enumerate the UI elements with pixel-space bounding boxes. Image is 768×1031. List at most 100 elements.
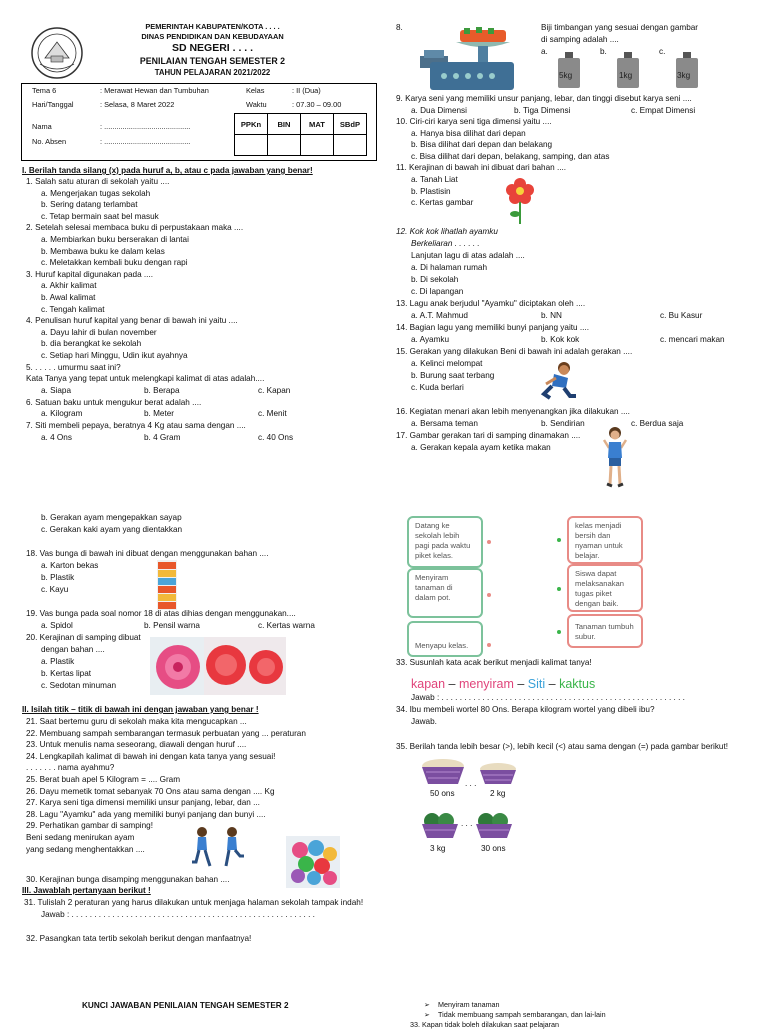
option-line: b. Plastik (41, 573, 75, 582)
options-row: a. Siapa b. Berapa c. Kapan (26, 385, 290, 397)
kelas-value: : II (Dua) (292, 86, 321, 95)
option: b. Pensil warna (144, 621, 200, 630)
options-row: a. Kilogram b. Meter c. Menit (26, 408, 287, 420)
option: b. 4 Gram (144, 432, 181, 442)
option: a. (541, 47, 548, 56)
match-dot[interactable] (487, 540, 491, 544)
question-line: 7. Siti membeli pepaya, beratnya 4 Kg at… (26, 421, 246, 431)
option-line: a. Tanah Liat (411, 174, 458, 184)
score-cell[interactable] (333, 134, 367, 156)
match-dot[interactable] (487, 593, 491, 597)
option-line: b. Burung saat terbang (411, 371, 495, 380)
school-logo (30, 26, 84, 80)
answer-field[interactable]: Jawab : . . . . . . . . . . . . . . . . … (41, 910, 315, 919)
basket-label: 2 kg (490, 789, 506, 798)
compare-blank[interactable]: . . . (465, 779, 477, 788)
match-dot[interactable] (487, 643, 491, 647)
option-line: b. Kertas lipat (41, 669, 92, 678)
question-line: 33. Susunlah kata acak berikut menjadi k… (396, 658, 592, 667)
option-line: a. Di halaman rumah (411, 263, 487, 272)
question-line: 20. Kerajinan di samping dibuat (26, 633, 141, 642)
score-cell[interactable] (267, 134, 301, 156)
option: a. Siapa (41, 385, 72, 395)
option-line: a. Membiarkan buku berserakan di lantai (41, 234, 189, 244)
absen-label: No. Absen (32, 137, 67, 146)
scramble-word: menyiram (458, 677, 514, 691)
option: c. Kapan (258, 385, 291, 395)
header-year: TAHUN PELAJARAN 2021/2022 (154, 68, 271, 77)
question-line: 10. Ciri-ciri karya seni tiga dimensi ya… (396, 117, 552, 126)
subject-sbdp: SBdP (333, 113, 367, 135)
options-row: a. 4 Ons b. 4 Gram c. 40 Ons (26, 432, 293, 444)
question-line: Beni sedang menirukan ayam (26, 832, 135, 842)
scramble-dash: – (517, 677, 528, 691)
basket-rice-2kg (478, 762, 518, 786)
rule-card: Datang ke sekolah lebih pagi pada waktu … (407, 516, 483, 568)
answer-field[interactable]: Jawab. (411, 717, 437, 726)
boy-crouching-image (536, 360, 580, 402)
weight-label: 5kg (559, 71, 573, 80)
student-info-box: Tema 6 : Merawat Hewan dan Tumbuhan Kela… (21, 83, 377, 161)
option-line: b. Awal kalimat (41, 292, 96, 302)
question-line: 16. Kegiatan menari akan lebih menyenang… (396, 407, 630, 416)
option-line: b. Bisa dilihat dari depan dan belakang (411, 140, 553, 150)
answer-text: Tidak membuang sampah sembarangan, dan l… (438, 1010, 606, 1019)
question-line: 6. Satuan baku untuk mengukur berat adal… (26, 397, 202, 407)
option-line: b. Gerakan ayam mengepakkan sayap (41, 513, 182, 522)
header-dinas: DINAS PENDIDIKAN DAN KEBUDAYAAN (141, 32, 284, 41)
right-question-list: 10. Ciri-ciri karya seni tiga dimensi ya… (396, 116, 609, 209)
option-line: a. Dayu lahir di bulan november (41, 327, 157, 337)
subject-bin: BIN (267, 113, 301, 135)
question-line: yang sedang menghentakkan .... (26, 844, 145, 854)
absen-field[interactable]: : ......................................… (100, 137, 191, 146)
essay-list: 21. Saat bertemu guru di sekolah maka ki… (26, 716, 306, 855)
option-line: c. Bisa dilihat dari depan, belakang, sa… (411, 151, 610, 161)
option: a. A.T. Mahmud (411, 311, 468, 320)
scramble-word: kapan (411, 677, 446, 691)
answer-field[interactable]: Jawab : . . . . . . . . . . . . . . . . … (411, 693, 685, 702)
basket-rice-50ons (420, 758, 466, 786)
option: b. Kok kok (541, 335, 580, 344)
score-cell[interactable] (300, 134, 334, 156)
kelas-label: Kelas (246, 86, 265, 95)
option-line: c. Kayu (41, 585, 69, 594)
question-line: 2. Setelah selesai membaca buku di perpu… (26, 223, 244, 233)
nama-field[interactable]: : ......................................… (100, 122, 191, 131)
question-line: 12. Kok kok lihatlah ayamku (396, 227, 498, 236)
benefit-card: kelas menjadi bersih dan nyaman untuk be… (567, 516, 643, 564)
score-cell[interactable] (234, 134, 268, 156)
match-dot[interactable] (557, 538, 561, 542)
option: c. (659, 47, 666, 56)
weight-3kg: 3kg (674, 50, 700, 88)
option-line: c. Meletakkan kembali buku dengan rapi (41, 258, 188, 268)
option-line: a. Akhir kalimat (41, 281, 97, 291)
question-line: 18. Vas bunga di bawah ini dibuat dengan… (26, 549, 269, 558)
question-line: 32. Pasangkan tata tertib sekolah beriku… (26, 934, 252, 943)
option-line: b. Di sekolah (411, 275, 459, 284)
option-line: b. Sering datang terlambat (41, 200, 138, 210)
option: c. Kertas warna (258, 621, 315, 630)
match-dot[interactable] (557, 587, 561, 591)
tema-label: Tema 6 (32, 86, 57, 95)
option-line: c. Kuda berlari (411, 383, 464, 392)
answer-key-item: ➢ Menyiram tanaman (424, 999, 500, 1011)
basket-watermelon-30ons (474, 812, 514, 840)
question-line: dengan bahan .... (41, 645, 105, 654)
bullet-arrow-icon: ➢ (424, 1000, 431, 1009)
question-line: 17. Gambar gerakan tari di samping dinam… (396, 431, 581, 440)
option: a. Dua Dimensi (411, 106, 467, 115)
question-line: 19. Vas bunga pada soal nomor 18 di atas… (26, 609, 296, 618)
option: c. 40 Ons (258, 432, 294, 442)
match-dot[interactable] (557, 630, 561, 634)
hari-label: Hari/Tanggal (32, 100, 74, 109)
compare-blank[interactable]: . . . (461, 819, 473, 828)
question-line: 23. Untuk menulis nama seseorang, diawal… (26, 740, 247, 750)
question-line: 29. Perhatikan gambar di samping! (26, 821, 153, 831)
scramble-word: kaktus (559, 677, 596, 691)
basket-watermelon-3kg (420, 812, 460, 840)
question-line: 22. Membuang sampah sembarangan termasuk… (26, 728, 306, 738)
answer-key-item: ➢ Tidak membuang sampah sembarangan, dan… (424, 1009, 606, 1021)
q8-number: 8. (396, 23, 403, 32)
waktu-label: Waktu (246, 100, 267, 109)
weight-5kg: 5kg (556, 50, 582, 88)
